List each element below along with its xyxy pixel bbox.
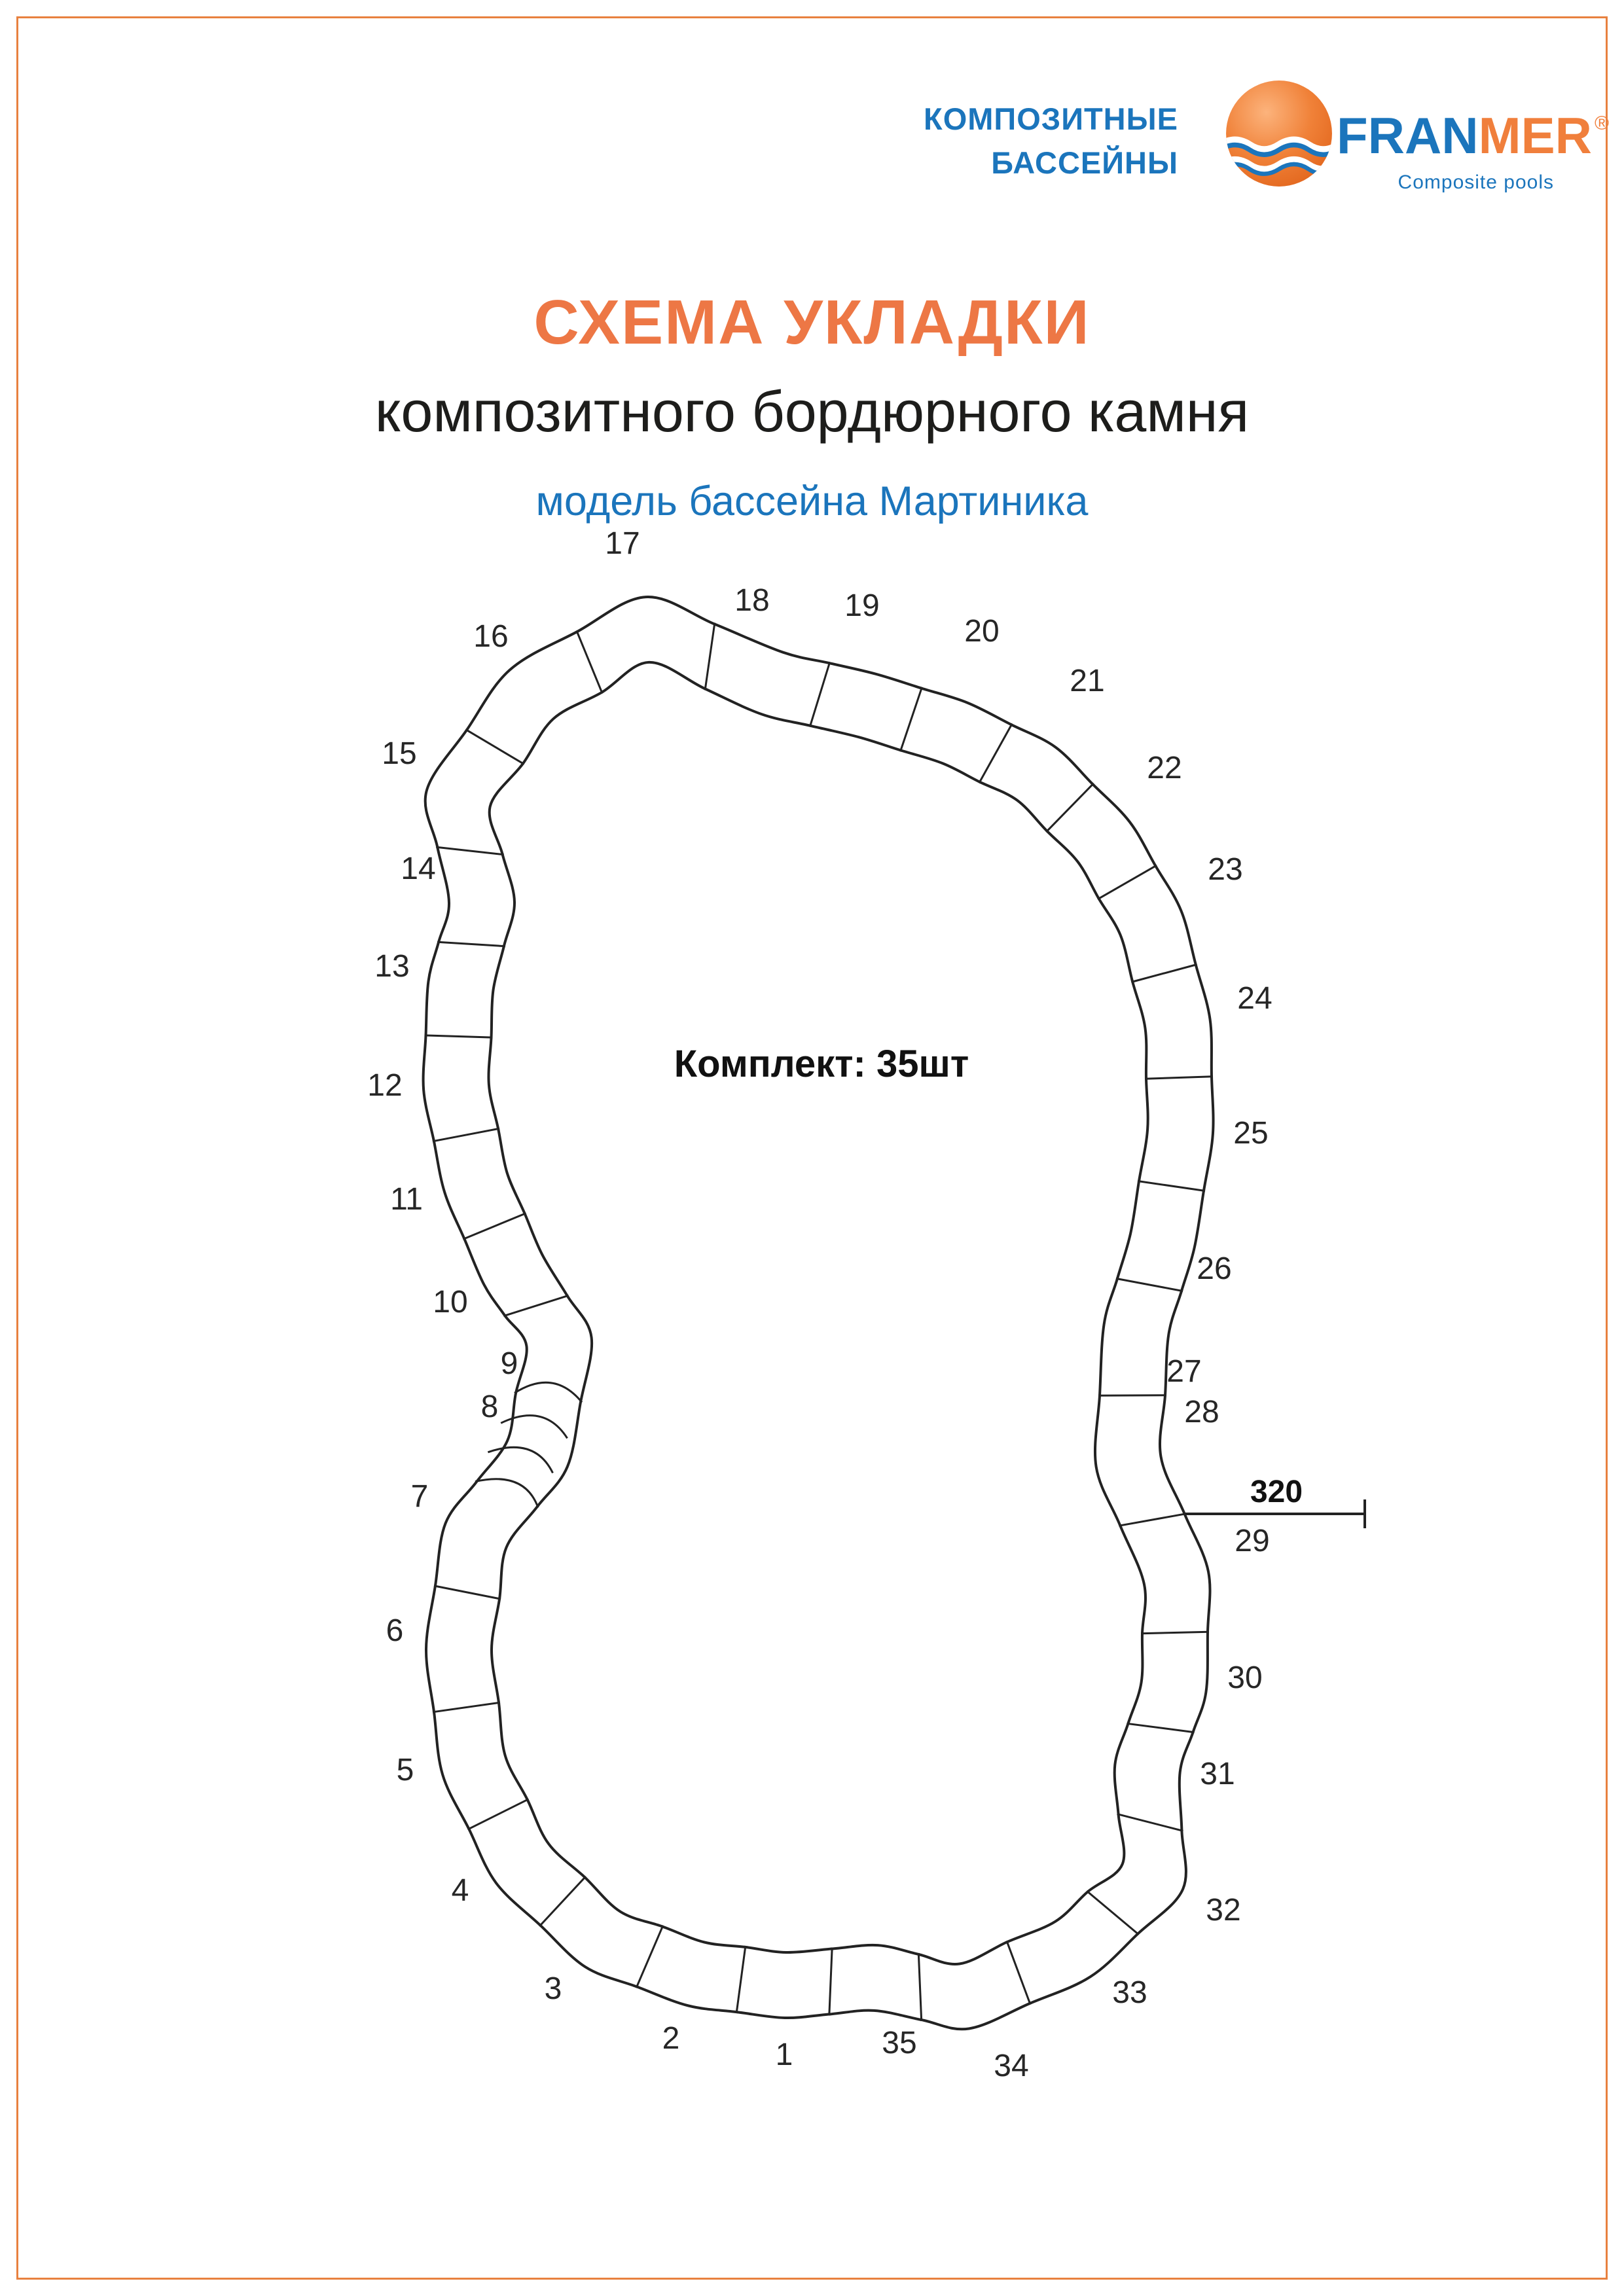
pool-inner-outline (487, 660, 1149, 1965)
stone-number: 25 (1233, 1116, 1268, 1151)
brand-wordmark: КОМПОЗИТНЫЕ БАССЕЙНЫ (871, 97, 1178, 185)
stone-number: 12 (367, 1068, 402, 1103)
stone-divider (432, 1127, 500, 1143)
stone-divider (462, 1212, 527, 1240)
stone-number: 31 (1200, 1757, 1235, 1791)
stone-number: 8 (481, 1390, 499, 1424)
stone-number: 9 (501, 1346, 518, 1381)
stone-divider (828, 1947, 833, 2016)
stone-divider (1119, 1513, 1186, 1527)
stone-divider (1130, 963, 1198, 983)
stone-number: 17 (605, 526, 640, 561)
stone-number: 32 (1206, 1893, 1240, 1928)
stone-divider (635, 1925, 664, 1988)
stone-number: 3 (545, 1971, 562, 2006)
stone-number: 18 (734, 583, 769, 618)
stone-divider (808, 661, 831, 728)
dimension-label: 320 (1250, 1475, 1303, 1509)
stone-number: 34 (994, 2049, 1028, 2083)
stone-number: 28 (1184, 1395, 1219, 1429)
stone-number: 4 (452, 1873, 469, 1908)
stone-divider (1045, 782, 1094, 833)
stone-divider (1117, 1813, 1183, 1832)
stone-divider (1140, 1630, 1210, 1635)
stone-number: 1 (776, 2037, 793, 2072)
stone-number: 5 (397, 1753, 414, 1787)
stone-divider (437, 941, 505, 948)
stone-number: 24 (1237, 981, 1272, 1016)
stone-divider (1005, 1940, 1032, 2005)
page-border (16, 16, 1608, 2280)
page-title: СХЕМА УКЛАДКИ (533, 287, 1091, 357)
stone-divider (1127, 1722, 1195, 1734)
stone-divider (1144, 1075, 1214, 1080)
stone-dividers (424, 622, 1214, 2022)
stone-number: 27 (1166, 1354, 1201, 1389)
registered-mark-icon: ® (1594, 113, 1610, 134)
stone-number: 14 (401, 852, 435, 886)
brand-tagline: Composite pools (1398, 171, 1554, 193)
stone-number: 16 (473, 619, 508, 654)
stone-divider (978, 723, 1013, 784)
brand-line-2: БАССЕЙНЫ (991, 145, 1178, 180)
stone-number: 23 (1208, 852, 1242, 887)
stone-fan-divider (475, 1478, 539, 1508)
brand-line-1: КОМПОЗИТНЫЕ (924, 101, 1178, 136)
stone-divider (503, 1294, 569, 1318)
stone-number: 35 (882, 2026, 916, 2060)
stone-divider (1097, 864, 1157, 901)
stone-fan-divider (514, 1381, 583, 1403)
stone-number: 11 (390, 1182, 423, 1217)
stone-number: 13 (374, 949, 409, 984)
stone-number: 15 (382, 736, 416, 771)
stone-divider (917, 1952, 923, 2022)
dimension-callout: 320 (1184, 1475, 1366, 1528)
stone-divider (1137, 1180, 1206, 1192)
stone-divider (1086, 1890, 1140, 1936)
stone-divider (432, 1701, 501, 1713)
franmer-sphere-icon (1226, 81, 1332, 187)
stone-divider (539, 1875, 586, 1928)
stone-divider (735, 1945, 747, 2014)
stone-number: 20 (964, 614, 999, 649)
stone-fan-divider (487, 1446, 554, 1474)
stone-number: 33 (1112, 1975, 1147, 2010)
stone-divider (436, 846, 504, 856)
page-subtitle: композитного бордюрного камня (374, 379, 1250, 444)
stone-number: 10 (433, 1285, 467, 1319)
brand-name-mer: MER (1478, 107, 1592, 164)
stone-number: 29 (1235, 1524, 1269, 1558)
stone-number: 19 (844, 588, 879, 623)
stone-number: 26 (1197, 1251, 1231, 1286)
stone-divider (1115, 1277, 1183, 1293)
brand-name: FRANMER® (1337, 106, 1609, 166)
stone-divider (424, 1034, 493, 1039)
stone-divider (433, 1585, 501, 1600)
stone-divider (704, 622, 716, 691)
stone-number: 22 (1147, 751, 1182, 785)
stone-divider (465, 728, 525, 765)
stone-number: 7 (411, 1479, 429, 1514)
stone-divider (575, 630, 604, 694)
brand-name-fran: FRAN (1337, 107, 1479, 164)
stone-divider (899, 687, 924, 752)
kit-label: Комплект: 35шт (674, 1043, 969, 1085)
stone-number: 30 (1227, 1660, 1262, 1695)
pool-model-line: модель бассейна Мартиника (535, 478, 1089, 524)
stone-fan-divider (500, 1414, 568, 1439)
stone-divider (467, 1798, 530, 1831)
stone-number: 21 (1070, 664, 1104, 698)
stone-number: 6 (386, 1613, 404, 1648)
stone-number: 2 (662, 2021, 680, 2056)
